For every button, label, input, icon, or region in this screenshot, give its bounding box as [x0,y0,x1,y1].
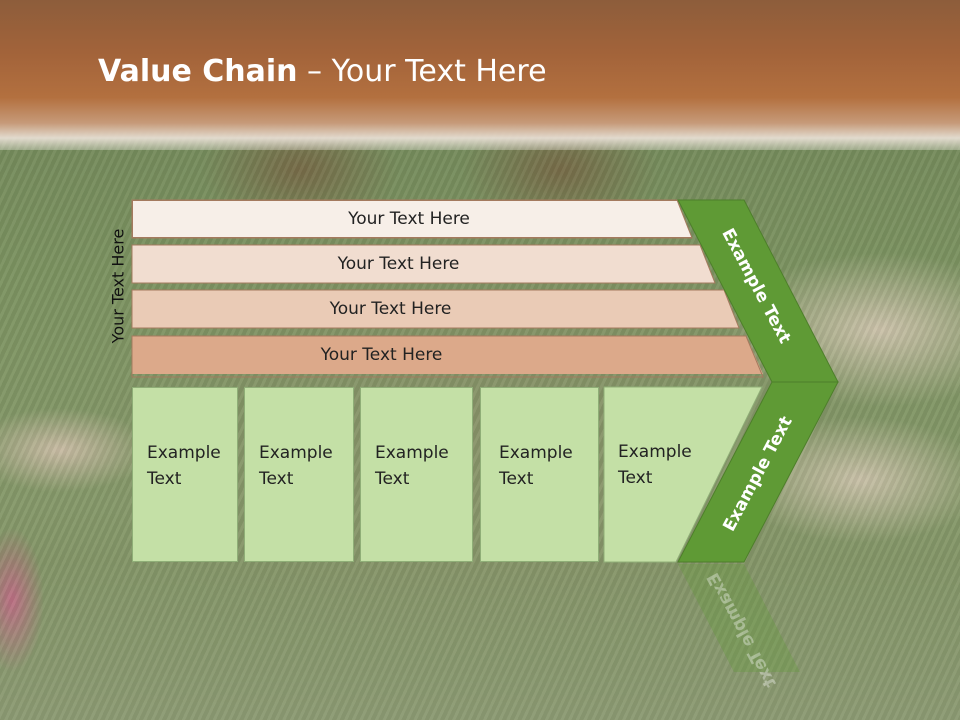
slide-title: Value Chain – Your Text Here [98,54,547,89]
activity-column-4-line2: Text [499,469,534,489]
title-banner [0,0,960,150]
title-rest: – Your Text Here [297,54,547,89]
activity-column-2-line2: Text [259,469,294,489]
activity-column-4: Example Text [480,387,599,562]
chevron-lower-arm [677,381,839,563]
activity-column-1-line1: Example [147,443,221,463]
activity-column-3: Example Text [360,387,473,562]
activity-column-2: Example Text [244,387,354,562]
bottom-fade [0,560,960,720]
activity-column-4-line1: Example [499,443,573,463]
title-bold: Value Chain [98,54,298,89]
activity-column-1: Example Text [132,387,238,562]
activity-column-1-line2: Text [147,469,182,489]
activity-column-3-line2: Text [375,469,410,489]
activity-column-3-line1: Example [375,443,449,463]
chevron-reflection [678,564,800,672]
activity-column-2-line1: Example [259,443,333,463]
